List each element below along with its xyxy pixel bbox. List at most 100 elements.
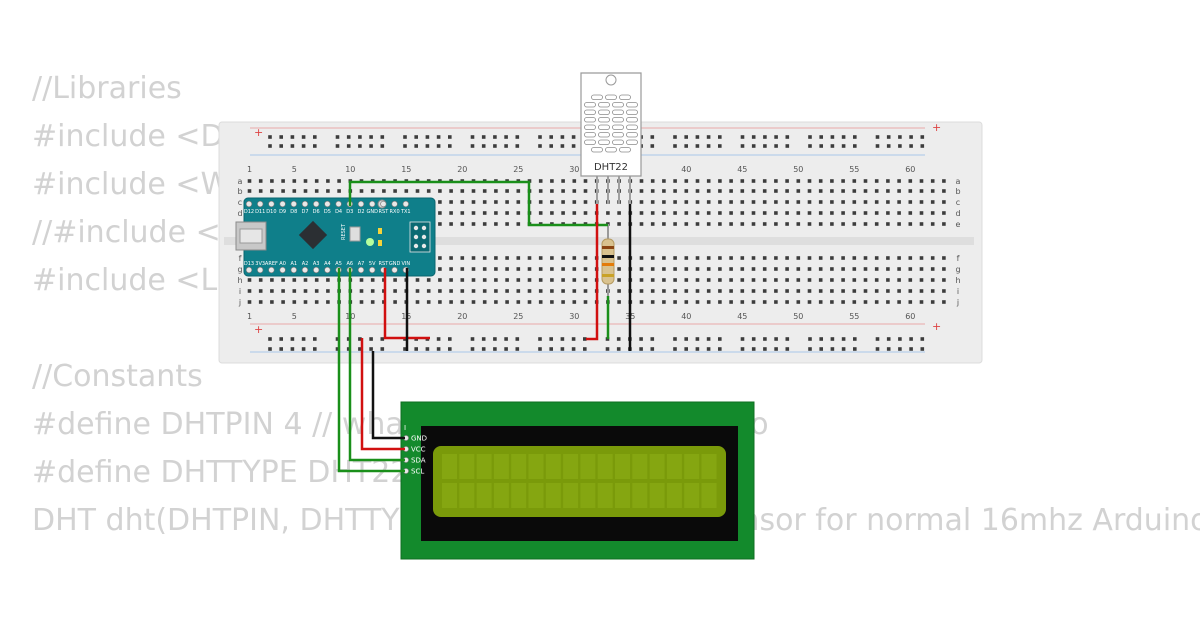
breadboard-hole [774,200,778,204]
lcd-cell [684,483,700,508]
breadboard-hole [841,278,845,282]
arduino-pin-label: VIN [401,261,410,267]
breadboard-hole [852,267,857,271]
arduino-pin[interactable] [313,200,320,208]
breadboard-hole [639,200,644,204]
breadboard-hole [538,200,543,204]
arduino-pin[interactable] [391,200,398,208]
rail-hole [538,135,542,139]
arduino-pin[interactable] [279,266,286,274]
breadboard-hole [460,211,465,215]
rail-hole [583,347,587,351]
breadboard-hole [684,289,689,293]
arduino-pin[interactable] [391,266,398,274]
breadboard-hole [684,211,689,215]
rail-hole [481,135,486,139]
arduino-pin[interactable] [257,266,264,274]
arduino-pin[interactable] [301,266,309,274]
breadboard-hole [706,189,711,193]
rail-hole [673,337,677,341]
breadboard-hole [729,200,733,204]
breadboard-hole [919,222,924,226]
breadboard-hole [785,222,789,226]
rail-hole [920,347,925,351]
arduino-pin[interactable] [290,200,297,208]
rail-hole [909,135,913,139]
breadboard-hole [572,256,577,260]
rail-hole [549,347,553,351]
breadboard-hole [886,179,890,183]
breadboard-hole [740,300,745,304]
breadboard-hole [684,300,689,304]
breadboard-hole [673,211,677,215]
breadboard-hole [930,289,935,293]
breadboard-hole [863,200,868,204]
breadboard-hole [718,278,722,282]
rail-hole [403,347,407,351]
arduino-pin[interactable] [268,200,275,208]
rail-hole [853,337,857,341]
breadboard-hole [471,278,476,282]
breadboard-hole [796,189,801,193]
breadboard-hole [886,256,890,260]
breadboard-hole [684,200,689,204]
rail-hole [763,337,767,341]
rail-hole [819,144,823,148]
breadboard-hole [830,179,834,183]
breadboard-hole [930,256,935,260]
breadboard-hole [326,179,330,183]
breadboard-hole [639,267,644,271]
breadboard-hole [449,256,453,260]
arduino-pin[interactable] [402,200,409,208]
breadboard-hole [807,222,812,226]
breadboard-hole [807,278,812,282]
breadboard-hole [908,211,913,215]
breadboard-hole [718,211,722,215]
breadboard-hole [662,278,666,282]
rail-hole [853,347,857,351]
breadboard-hole [706,278,711,282]
rail-hole [785,144,790,148]
arduino-pin[interactable] [335,200,342,208]
breadboard-hole [550,267,554,271]
arduino-pin[interactable] [324,200,331,208]
rail-hole [346,347,351,351]
grille-slot [612,117,624,123]
breadboard-hole [942,278,946,282]
lcd-cell [632,454,648,479]
arduino-pin[interactable] [245,266,253,274]
breadboard-hole [863,179,868,183]
arduino-pin[interactable] [357,266,365,274]
arduino-pin[interactable] [301,200,309,208]
breadboard-hole [449,189,453,193]
reset-button[interactable] [349,226,361,242]
arduino-pin[interactable] [369,266,376,274]
arduino-pin[interactable] [357,200,365,208]
breadboard-hole [561,211,565,215]
resistor-body [601,238,615,285]
arduino-pin[interactable] [369,200,376,208]
grille-slot [626,132,638,138]
lcd-pin-label: VCC [411,446,426,454]
breadboard-hole [796,222,801,226]
arduino-pin[interactable] [380,200,387,208]
arduino-pin[interactable] [268,266,275,274]
rail-hole [380,347,385,351]
breadboard-hole [460,278,465,282]
breadboard-hole [729,211,733,215]
arduino-pin[interactable] [313,266,320,274]
lcd-cell [545,483,561,508]
breadboard-hole [930,222,935,226]
rail-hole [279,347,283,351]
arduino-pin[interactable] [290,266,297,274]
breadboard-hole [706,211,711,215]
arduino-pin-label: D2 [357,209,364,215]
arduino-pin[interactable] [245,200,253,208]
breadboard-hole [874,222,879,226]
breadboard-hole [852,256,857,260]
arduino-pin[interactable] [279,200,286,208]
arduino-pin[interactable] [257,200,264,208]
arduino-pin[interactable] [324,266,331,274]
breadboard-hole [807,189,812,193]
rail-hole [493,135,497,139]
